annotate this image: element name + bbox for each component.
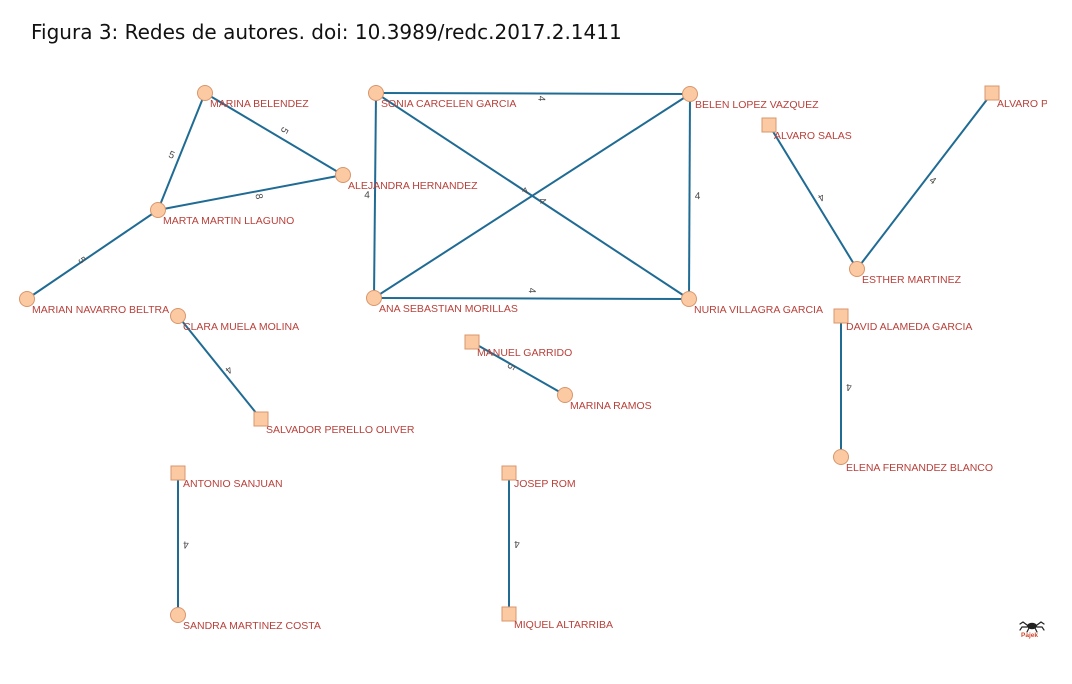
node-labels-layer: MARINA BELENDEZ ALEJANDRA HERNANDEZ MARTA … xyxy=(32,98,1048,632)
edge-alvaro-salas-esther-martinez xyxy=(768,124,858,270)
edge-belen-lopez-vazquez-nuria-villagra-garcia xyxy=(688,93,691,300)
node-label-nuria-villagra-garcia: NURIA VILLAGRA GARCIA xyxy=(694,304,823,316)
edge-weight-label: 4 xyxy=(815,191,826,204)
edge-marta-martin-llaguno-alejandra-hernandez xyxy=(157,174,344,211)
node-label-salvador-perello-oliver: SALVADOR PERELLO OLIVER xyxy=(266,424,415,436)
node-label-josep-rom: JOSEP ROM xyxy=(514,478,576,490)
node-marina-belendez xyxy=(197,85,213,101)
node-label-alejandra-hernandez: ALEJANDRA HERNANDEZ xyxy=(348,180,478,192)
edge-weight-label: 4 xyxy=(536,196,548,207)
nodes-layer xyxy=(19,85,1000,623)
node-ana-sebastian-morillas xyxy=(366,290,382,306)
edge-marina-belendez-marta-martin-llaguno xyxy=(157,92,206,211)
edge-sonia-carcelen-garcia-ana-sebastian-morillas xyxy=(373,92,377,299)
pajek-logo: Pajek xyxy=(1018,618,1046,644)
edge-weight-label: 4 xyxy=(364,190,370,201)
node-label-sandra-martinez-costa: SANDRA MARTINEZ COSTA xyxy=(183,620,321,632)
node-label-antonio-sanjuan: ANTONIO SANJUAN xyxy=(183,478,283,490)
node-alvaro-salas xyxy=(761,117,777,133)
node-label-miquel-altarriba: MIQUEL ALTARRIBA xyxy=(514,619,613,631)
node-elena-fernandez-blanco xyxy=(833,449,849,465)
node-clara-muela-molina xyxy=(170,308,186,324)
spider-icon xyxy=(1019,621,1045,633)
edge-weight-label: 5 xyxy=(167,149,177,161)
node-label-elena-fernandez-blanco: ELENA FERNANDEZ BLANCO xyxy=(846,462,993,474)
node-alvaro-p xyxy=(984,85,1000,101)
edge-weight-label: 4 xyxy=(535,96,546,102)
edge-alvaro-p-esther-martinez xyxy=(856,92,993,270)
node-label-manuel-garrido: MANUEL GARRIDO xyxy=(477,347,572,359)
node-label-david-alameda-garcia: DAVID ALAMEDA GARCIA xyxy=(846,321,972,333)
node-marina-ramos xyxy=(557,387,573,403)
node-label-belen-lopez-vazquez: BELEN LOPEZ VAZQUEZ xyxy=(695,99,819,111)
edge-weight-label: 4 xyxy=(183,538,189,549)
node-salvador-perello-oliver xyxy=(253,411,269,427)
node-label-marian-navarro-beltra: MARIAN NAVARRO BELTRA xyxy=(32,304,169,316)
edge-weight-label: 4 xyxy=(927,175,938,187)
node-label-marta-martin-llaguno: MARTA MARTIN LLAGUNO xyxy=(163,215,294,227)
figure-caption: Figura 3: Redes de autores. doi: 10.3989… xyxy=(31,20,622,44)
node-antonio-sanjuan xyxy=(170,465,186,481)
edge-weight-label: 4 xyxy=(526,288,537,294)
edge-weight-label: 5 xyxy=(278,125,291,136)
node-david-alameda-garcia xyxy=(833,308,849,324)
node-label-esther-martinez: ESTHER MARTINEZ xyxy=(862,274,962,286)
edge-weight-label: 4 xyxy=(222,363,234,375)
edge-weight-label: 4 xyxy=(514,538,520,549)
edge-ana-sebastian-morillas-nuria-villagra-garcia xyxy=(373,297,690,300)
edge-manuel-garrido-marina-ramos xyxy=(471,341,566,396)
edge-sonia-carcelen-garcia-belen-lopez-vazquez xyxy=(375,92,691,95)
edge-weight-label: 4 xyxy=(695,191,701,202)
node-josep-rom xyxy=(501,465,517,481)
edge-clara-muela-molina-salvador-perello-oliver xyxy=(177,315,262,420)
node-label-marina-ramos: MARINA RAMOS xyxy=(570,400,652,412)
edge-marta-martin-llaguno-marian-navarro-beltra xyxy=(26,209,159,300)
node-sandra-martinez-costa xyxy=(170,607,186,623)
node-label-alvaro-p: ALVARO P xyxy=(997,98,1048,110)
node-manuel-garrido xyxy=(464,334,480,350)
node-nuria-villagra-garcia xyxy=(681,291,697,307)
edge-weight-label: 5 xyxy=(75,255,87,266)
edge-weight-label: 8 xyxy=(252,193,264,201)
node-miquel-altarriba xyxy=(501,606,517,622)
pajek-logo-text: Pajek xyxy=(1021,632,1038,639)
edges-layer xyxy=(26,92,993,615)
node-marian-navarro-beltra xyxy=(19,291,35,307)
node-belen-lopez-vazquez xyxy=(682,86,698,102)
edge-marina-belendez-alejandra-hernandez xyxy=(204,92,344,176)
node-label-clara-muela-molina: CLARA MUELA MOLINA xyxy=(183,321,299,333)
node-alejandra-hernandez xyxy=(335,167,351,183)
edge-weight-label: 5 xyxy=(504,361,517,372)
node-sonia-carcelen-garcia xyxy=(368,85,384,101)
node-marta-martin-llaguno xyxy=(150,202,166,218)
node-label-sonia-carcelen-garcia: SONIA CARCELEN GARCIA xyxy=(381,98,516,110)
edge-weight-label: 4 xyxy=(846,381,852,392)
node-label-alvaro-salas: ALVARO SALAS xyxy=(774,130,852,142)
edge-belen-lopez-vazquez-ana-sebastian-morillas xyxy=(373,93,691,299)
edge-weight-label: 4 xyxy=(518,185,530,196)
node-esther-martinez xyxy=(849,261,865,277)
node-label-ana-sebastian-morillas: ANA SEBASTIAN MORILLAS xyxy=(379,303,518,315)
node-label-marina-belendez: MARINA BELENDEZ xyxy=(210,98,309,110)
